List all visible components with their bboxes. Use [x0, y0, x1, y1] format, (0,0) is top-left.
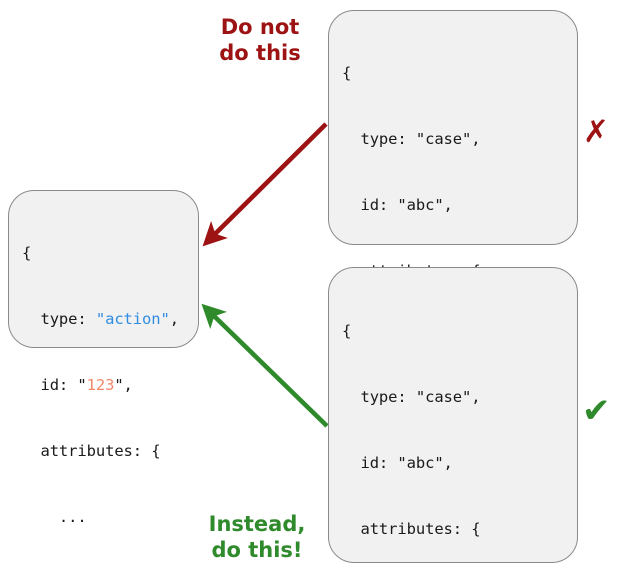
code-line: } — [22, 572, 179, 576]
code-line: { — [22, 244, 32, 262]
code-line: type: "action", — [22, 310, 179, 328]
action-object-box — [8, 190, 199, 348]
action-object-code: { type: "action", id: "123", attributes:… — [22, 198, 179, 576]
cross-icon: ✗ — [583, 114, 609, 150]
check-icon: ✔ — [582, 391, 611, 431]
code-line: id: "abc", — [342, 196, 453, 214]
instead-do-this-label: Instead, do this! — [208, 512, 306, 562]
string-123: 123 — [86, 376, 115, 394]
bad-case-object-box — [328, 10, 578, 245]
code-line: ... — [22, 508, 87, 526]
code-line: attributes: { — [22, 442, 161, 460]
code-line: { — [342, 64, 352, 82]
code-line: type: "case", — [342, 388, 481, 406]
do-not-do-this-label: Do not do this — [219, 15, 301, 65]
code-line: attributes: { — [342, 520, 481, 538]
code-line: id: "abc", — [342, 454, 453, 472]
code-line: id: "123", — [22, 376, 133, 394]
code-line: type: "case", — [342, 130, 481, 148]
good-arrow — [201, 303, 329, 428]
good-case-object-code: { type: "case", id: "abc", attributes: {… — [342, 276, 554, 576]
good-case-object-box — [328, 267, 578, 563]
string-action: "action" — [95, 310, 170, 328]
bad-arrow — [202, 122, 328, 247]
code-line: { — [342, 322, 352, 340]
